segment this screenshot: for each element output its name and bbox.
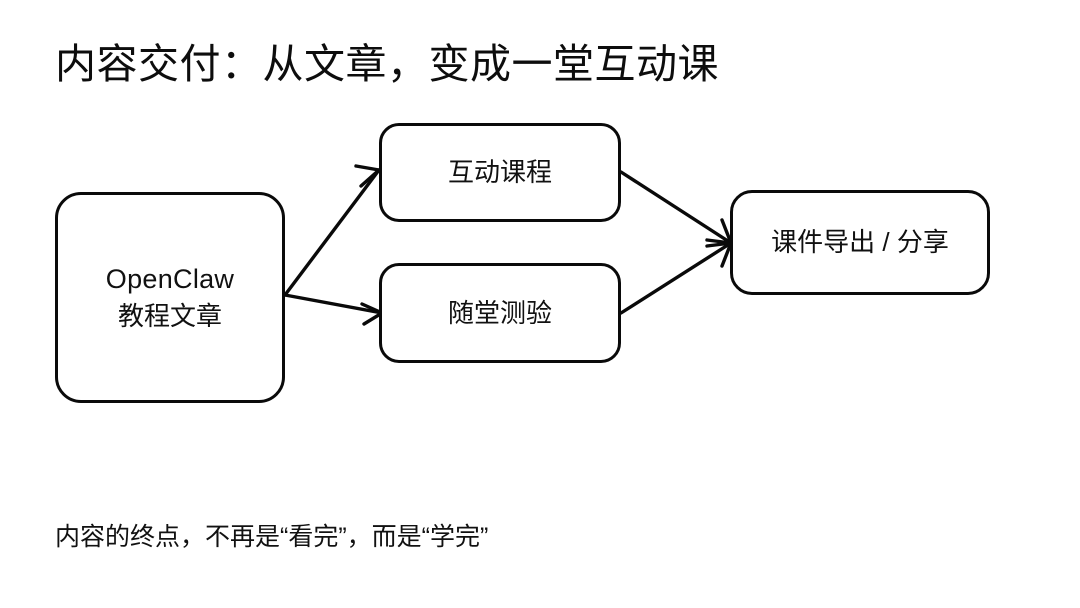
edge-course-to-export bbox=[619, 170, 733, 245]
node-source-article[interactable]: OpenClaw 教程文章 bbox=[55, 192, 285, 403]
node-interactive-course-label: 互动课程 bbox=[447, 157, 552, 187]
node-source-label-secondary: 教程文章 bbox=[117, 300, 222, 331]
edge-quiz-to-export bbox=[619, 241, 733, 315]
slide-caption: 内容的终点，不再是“看完”，而是“学完” bbox=[55, 523, 489, 551]
page-title: 内容交付：从文章，变成一堂互动课 bbox=[55, 41, 719, 87]
edge-source-to-course bbox=[283, 164, 381, 297]
node-source-label-primary: OpenClaw bbox=[105, 263, 235, 294]
node-courseware-export-share[interactable]: 课件导出 / 分享 bbox=[730, 190, 990, 295]
node-in-class-quiz-label: 随堂测验 bbox=[447, 297, 552, 328]
node-interactive-course[interactable]: 互动课程 bbox=[379, 123, 621, 222]
edge-source-to-quiz bbox=[283, 293, 384, 326]
node-courseware-export-share-label: 课件导出 / 分享 bbox=[771, 227, 949, 257]
node-in-class-quiz[interactable]: 随堂测验 bbox=[379, 263, 621, 363]
